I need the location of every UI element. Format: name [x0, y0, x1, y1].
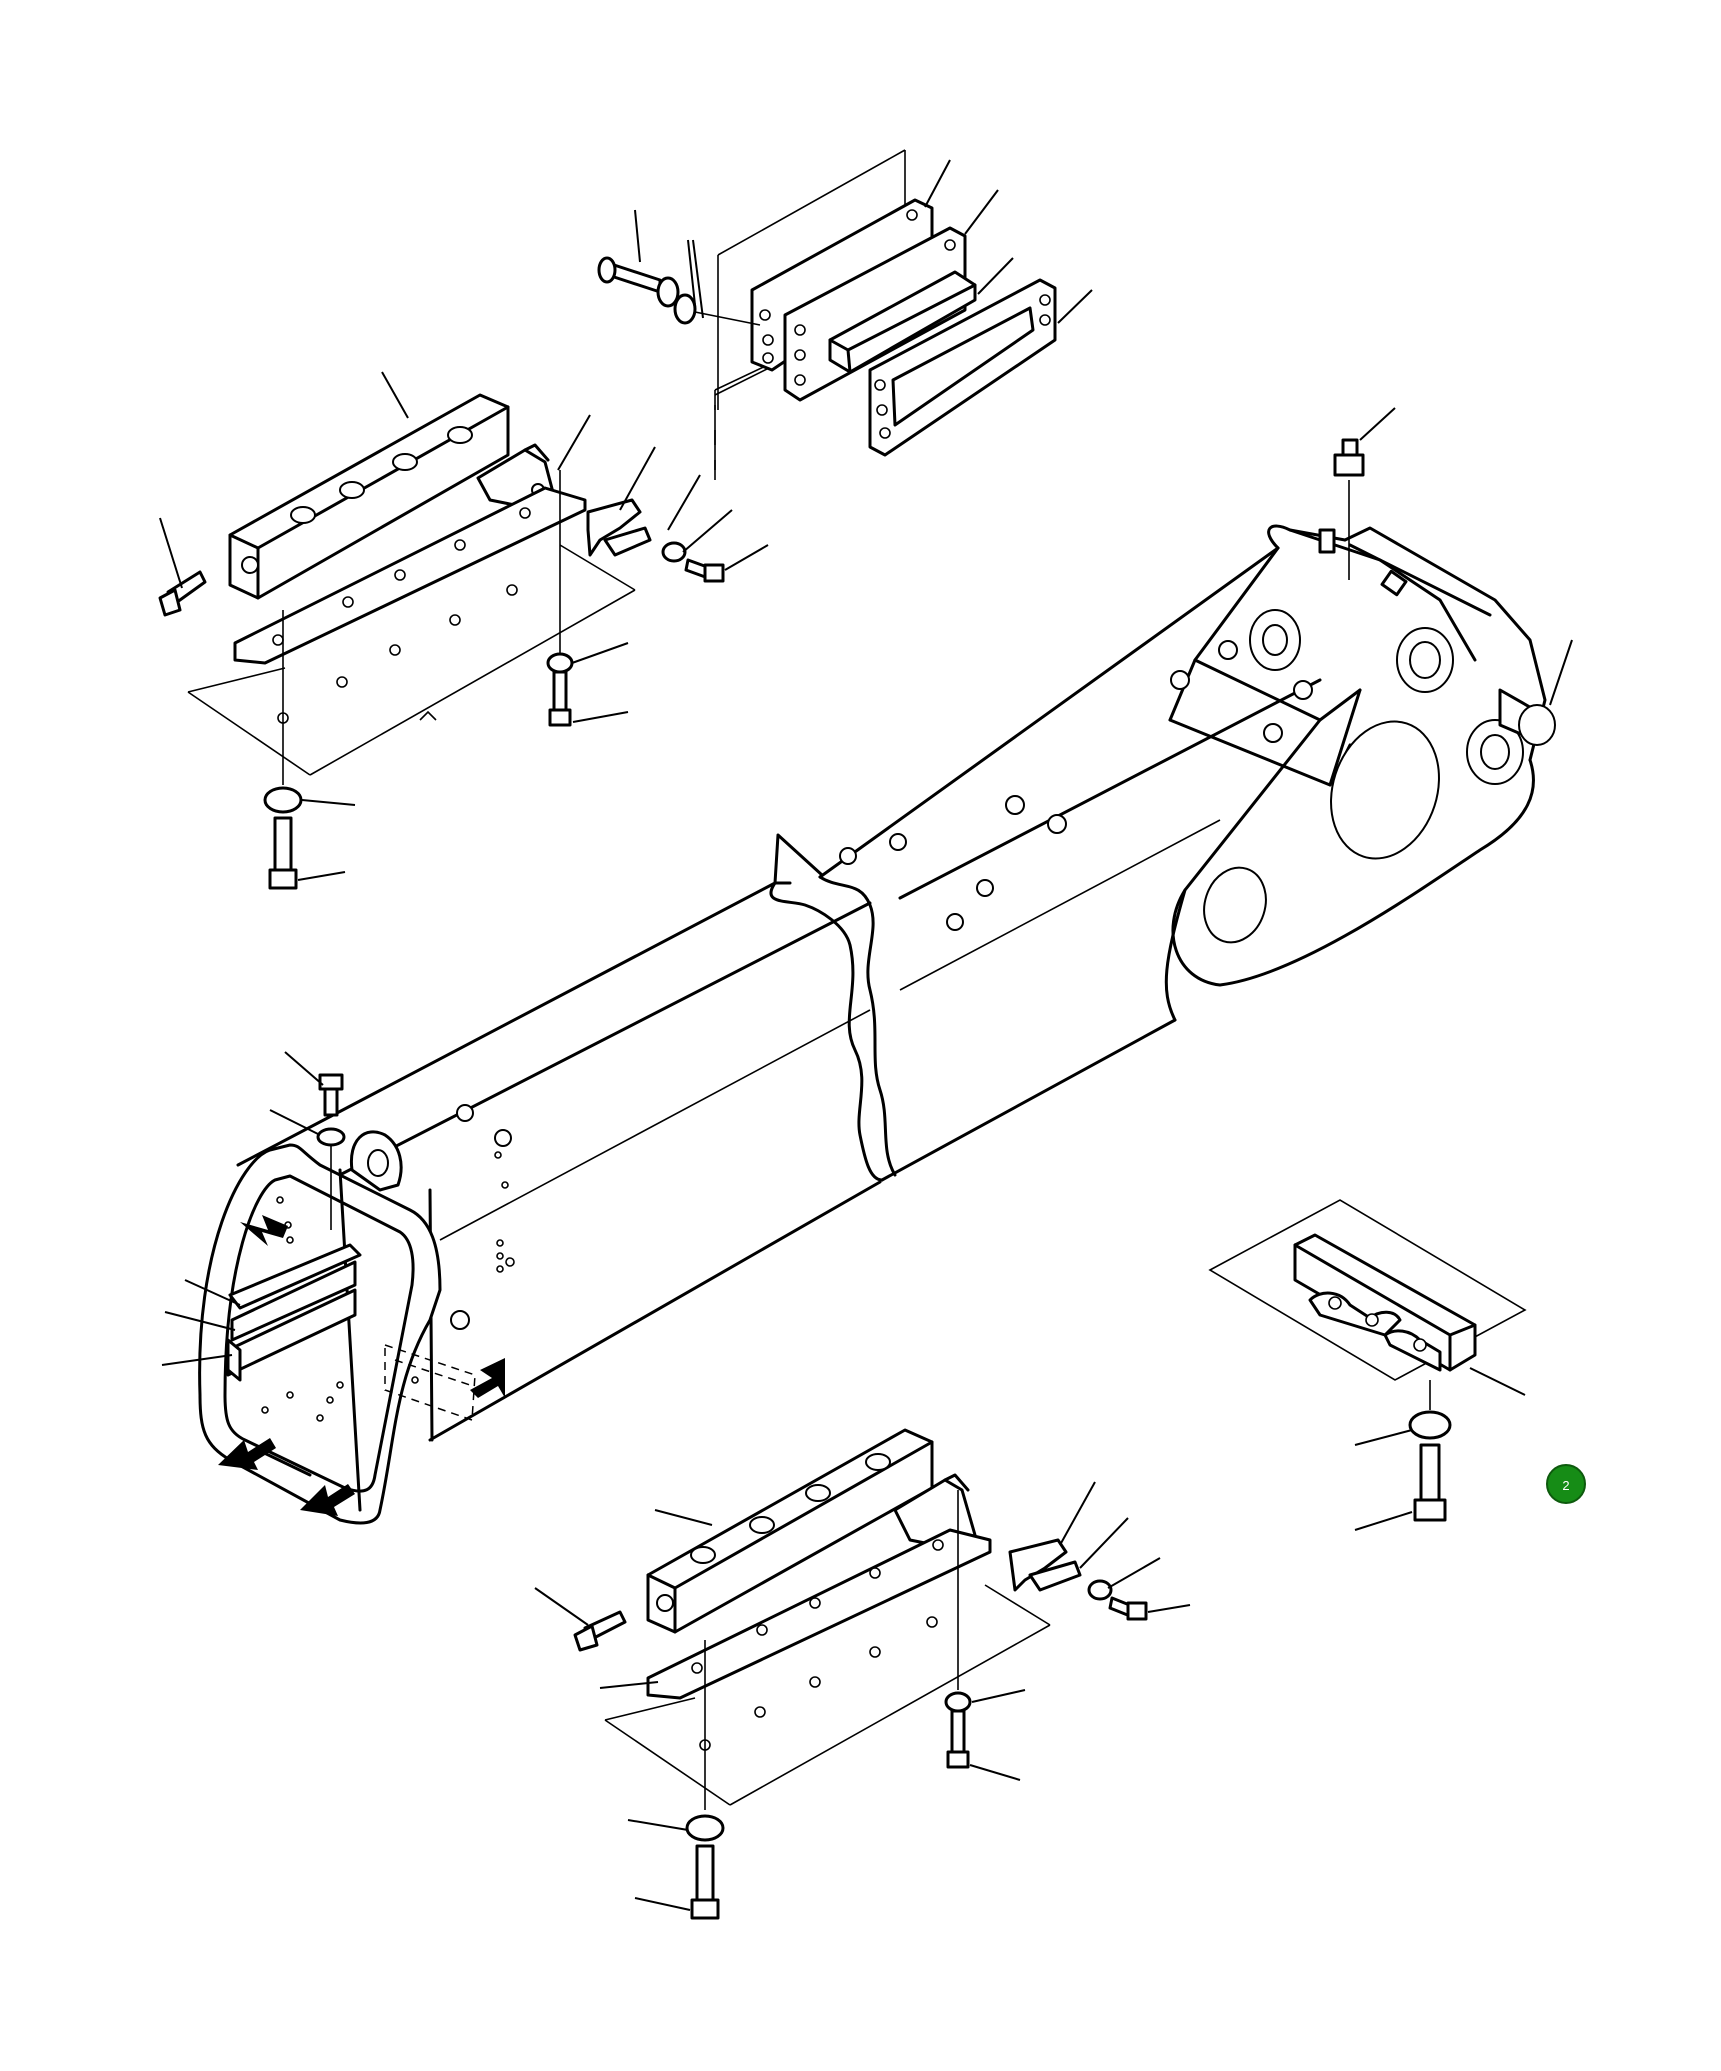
- page-number-badge[interactable]: 2: [1546, 1464, 1586, 1504]
- arrow-3: [218, 1438, 276, 1470]
- upper-left-slide-assembly: [158, 371, 769, 890]
- lower-slide-assembly: [534, 1428, 1191, 1920]
- boom-body: [198, 524, 1556, 1525]
- front-leaders: [161, 1051, 324, 1366]
- arrow-2: [470, 1358, 505, 1398]
- arrow-4: [300, 1484, 355, 1516]
- arrow-1: [240, 1215, 288, 1246]
- top-pad-assembly: [597, 149, 1093, 480]
- grease-nipple-top: [1333, 407, 1573, 706]
- right-pad-detail: [1208, 1199, 1527, 1531]
